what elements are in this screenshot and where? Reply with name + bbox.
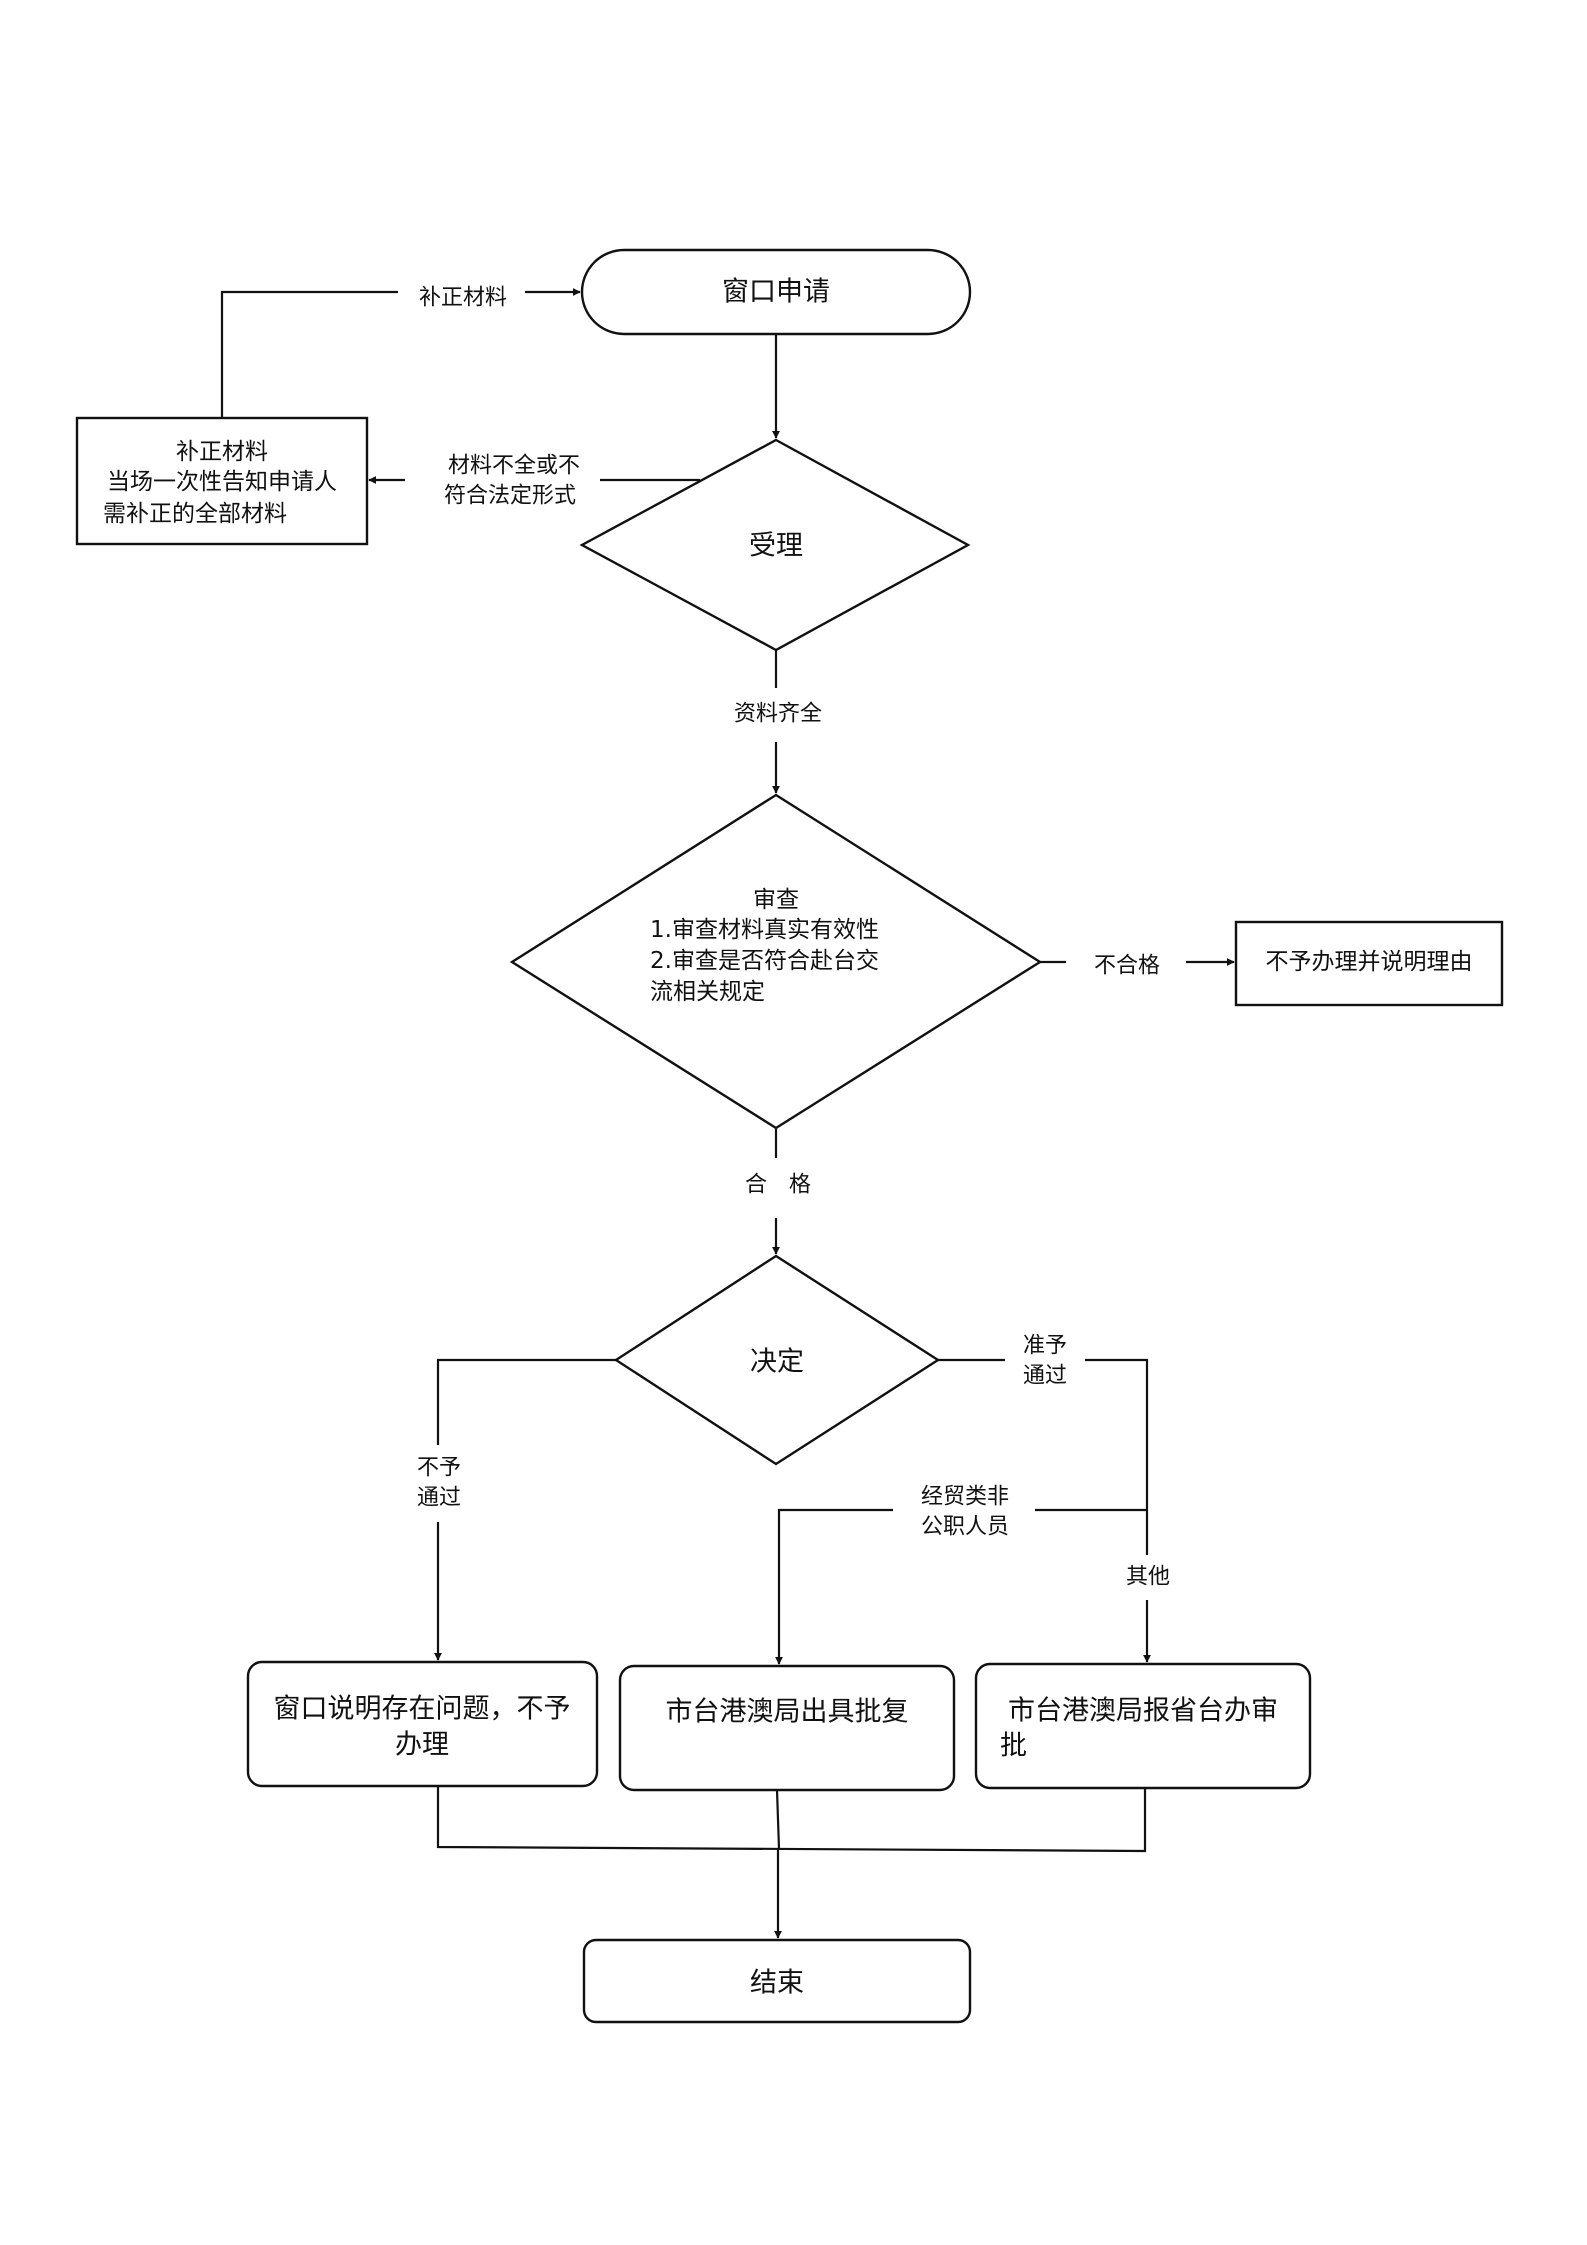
decide-decision: 决定 bbox=[613, 1254, 941, 1466]
start-node-label: 窗口申请 bbox=[722, 277, 830, 308]
label-trade-2: 公职人员 bbox=[921, 1515, 1009, 1540]
accept-decision: 受理 bbox=[579, 438, 971, 652]
city-reply-box: 市台港澳局出具批复 bbox=[618, 1664, 956, 1792]
label-other: 其他 bbox=[1126, 1565, 1170, 1590]
reject-box-label: 不予办理并说明理由 bbox=[1266, 949, 1473, 975]
edge-approved-trunk bbox=[1085, 1358, 1149, 1555]
label-unqualified: 不合格 bbox=[1094, 954, 1160, 979]
edge-city-merge bbox=[775, 1789, 781, 1850]
accept-decision-label: 受理 bbox=[749, 531, 803, 562]
correction-box-line-2: 当场一次性告知申请人 bbox=[107, 469, 337, 495]
window-refusal-line-1: 窗口说明存在问题，不予 bbox=[274, 1694, 571, 1725]
label-not-approved-2: 通过 bbox=[417, 1486, 461, 1511]
reject-box: 不予办理并说明理由 bbox=[1234, 920, 1504, 1007]
review-item-2-cont: 流相关规定 bbox=[650, 979, 765, 1005]
label-incomplete-1: 材料不全或不 bbox=[448, 454, 580, 479]
review-title: 审查 bbox=[753, 887, 799, 913]
label-approved-2: 通过 bbox=[1023, 1364, 1067, 1389]
province-report-box: 市台港澳局报省台办审 批 bbox=[974, 1662, 1312, 1790]
end-node-label: 结束 bbox=[750, 1968, 804, 1999]
decide-decision-label: 决定 bbox=[750, 1347, 804, 1378]
correction-box-line-3: 需补正的全部材料 bbox=[103, 501, 287, 527]
label-incomplete-2: 符合法定形式 bbox=[444, 484, 576, 509]
review-item-1: 1.审查材料真实有效性 bbox=[650, 917, 879, 943]
edge-trade-to-city bbox=[775, 1508, 893, 1665]
end-node: 结束 bbox=[582, 1938, 972, 2024]
correction-box-line-1: 补正材料 bbox=[176, 439, 268, 465]
label-resubmit: 补正材料 bbox=[419, 286, 507, 311]
label-approved-1: 准予 bbox=[1023, 1334, 1067, 1359]
label-trade-1: 经贸类非 bbox=[921, 1485, 1009, 1510]
edge-decide-to-not-approved bbox=[436, 1358, 616, 1445]
label-not-approved-1: 不予 bbox=[417, 1456, 461, 1481]
review-item-2: 2.审查是否符合赴台交 bbox=[650, 948, 879, 974]
window-refusal-box: 窗口说明存在问题，不予 办理 bbox=[246, 1660, 599, 1788]
correction-notice-box: 补正材料 当场一次性告知申请人 需补正的全部材料 bbox=[75, 416, 369, 546]
edge-refusal-merge bbox=[436, 1786, 1147, 1853]
edge-resubmit-loop bbox=[220, 290, 398, 418]
label-complete: 资料齐全 bbox=[734, 702, 822, 727]
province-report-line-1: 市台港澳局报省台办审 bbox=[1008, 1696, 1278, 1727]
city-reply-label: 市台港澳局出具批复 bbox=[666, 1697, 909, 1728]
window-refusal-line-2: 办理 bbox=[395, 1730, 449, 1761]
label-qualified: 合 格 bbox=[745, 1173, 811, 1198]
province-report-line-2: 批 bbox=[1000, 1731, 1027, 1762]
start-node: 窗口申请 bbox=[580, 248, 972, 336]
review-decision: 审查 1.审查材料真实有效性 2.审查是否符合赴台交 流相关规定 bbox=[509, 793, 1043, 1130]
